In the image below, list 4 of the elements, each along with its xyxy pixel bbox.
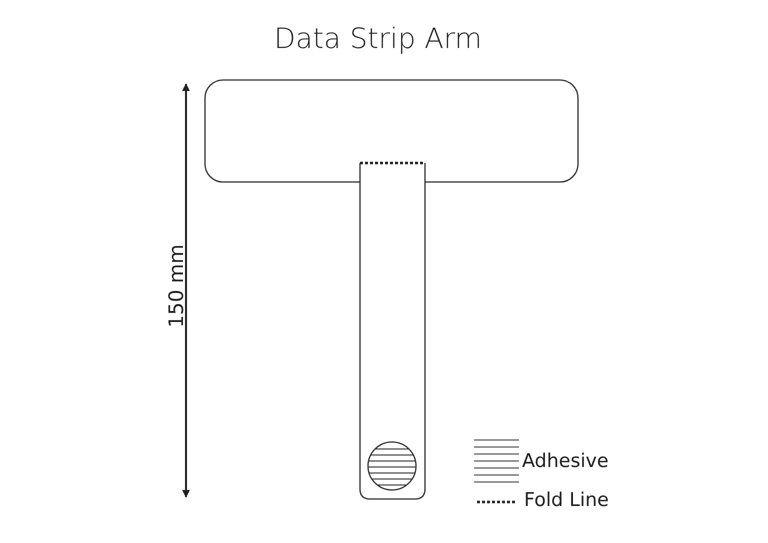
legend-label: Fold Line — [524, 489, 609, 511]
diagram-title: Data Strip Arm — [273, 22, 483, 55]
legend-label: Adhesive — [522, 450, 609, 472]
dimension-label: 150 mm — [164, 244, 188, 328]
